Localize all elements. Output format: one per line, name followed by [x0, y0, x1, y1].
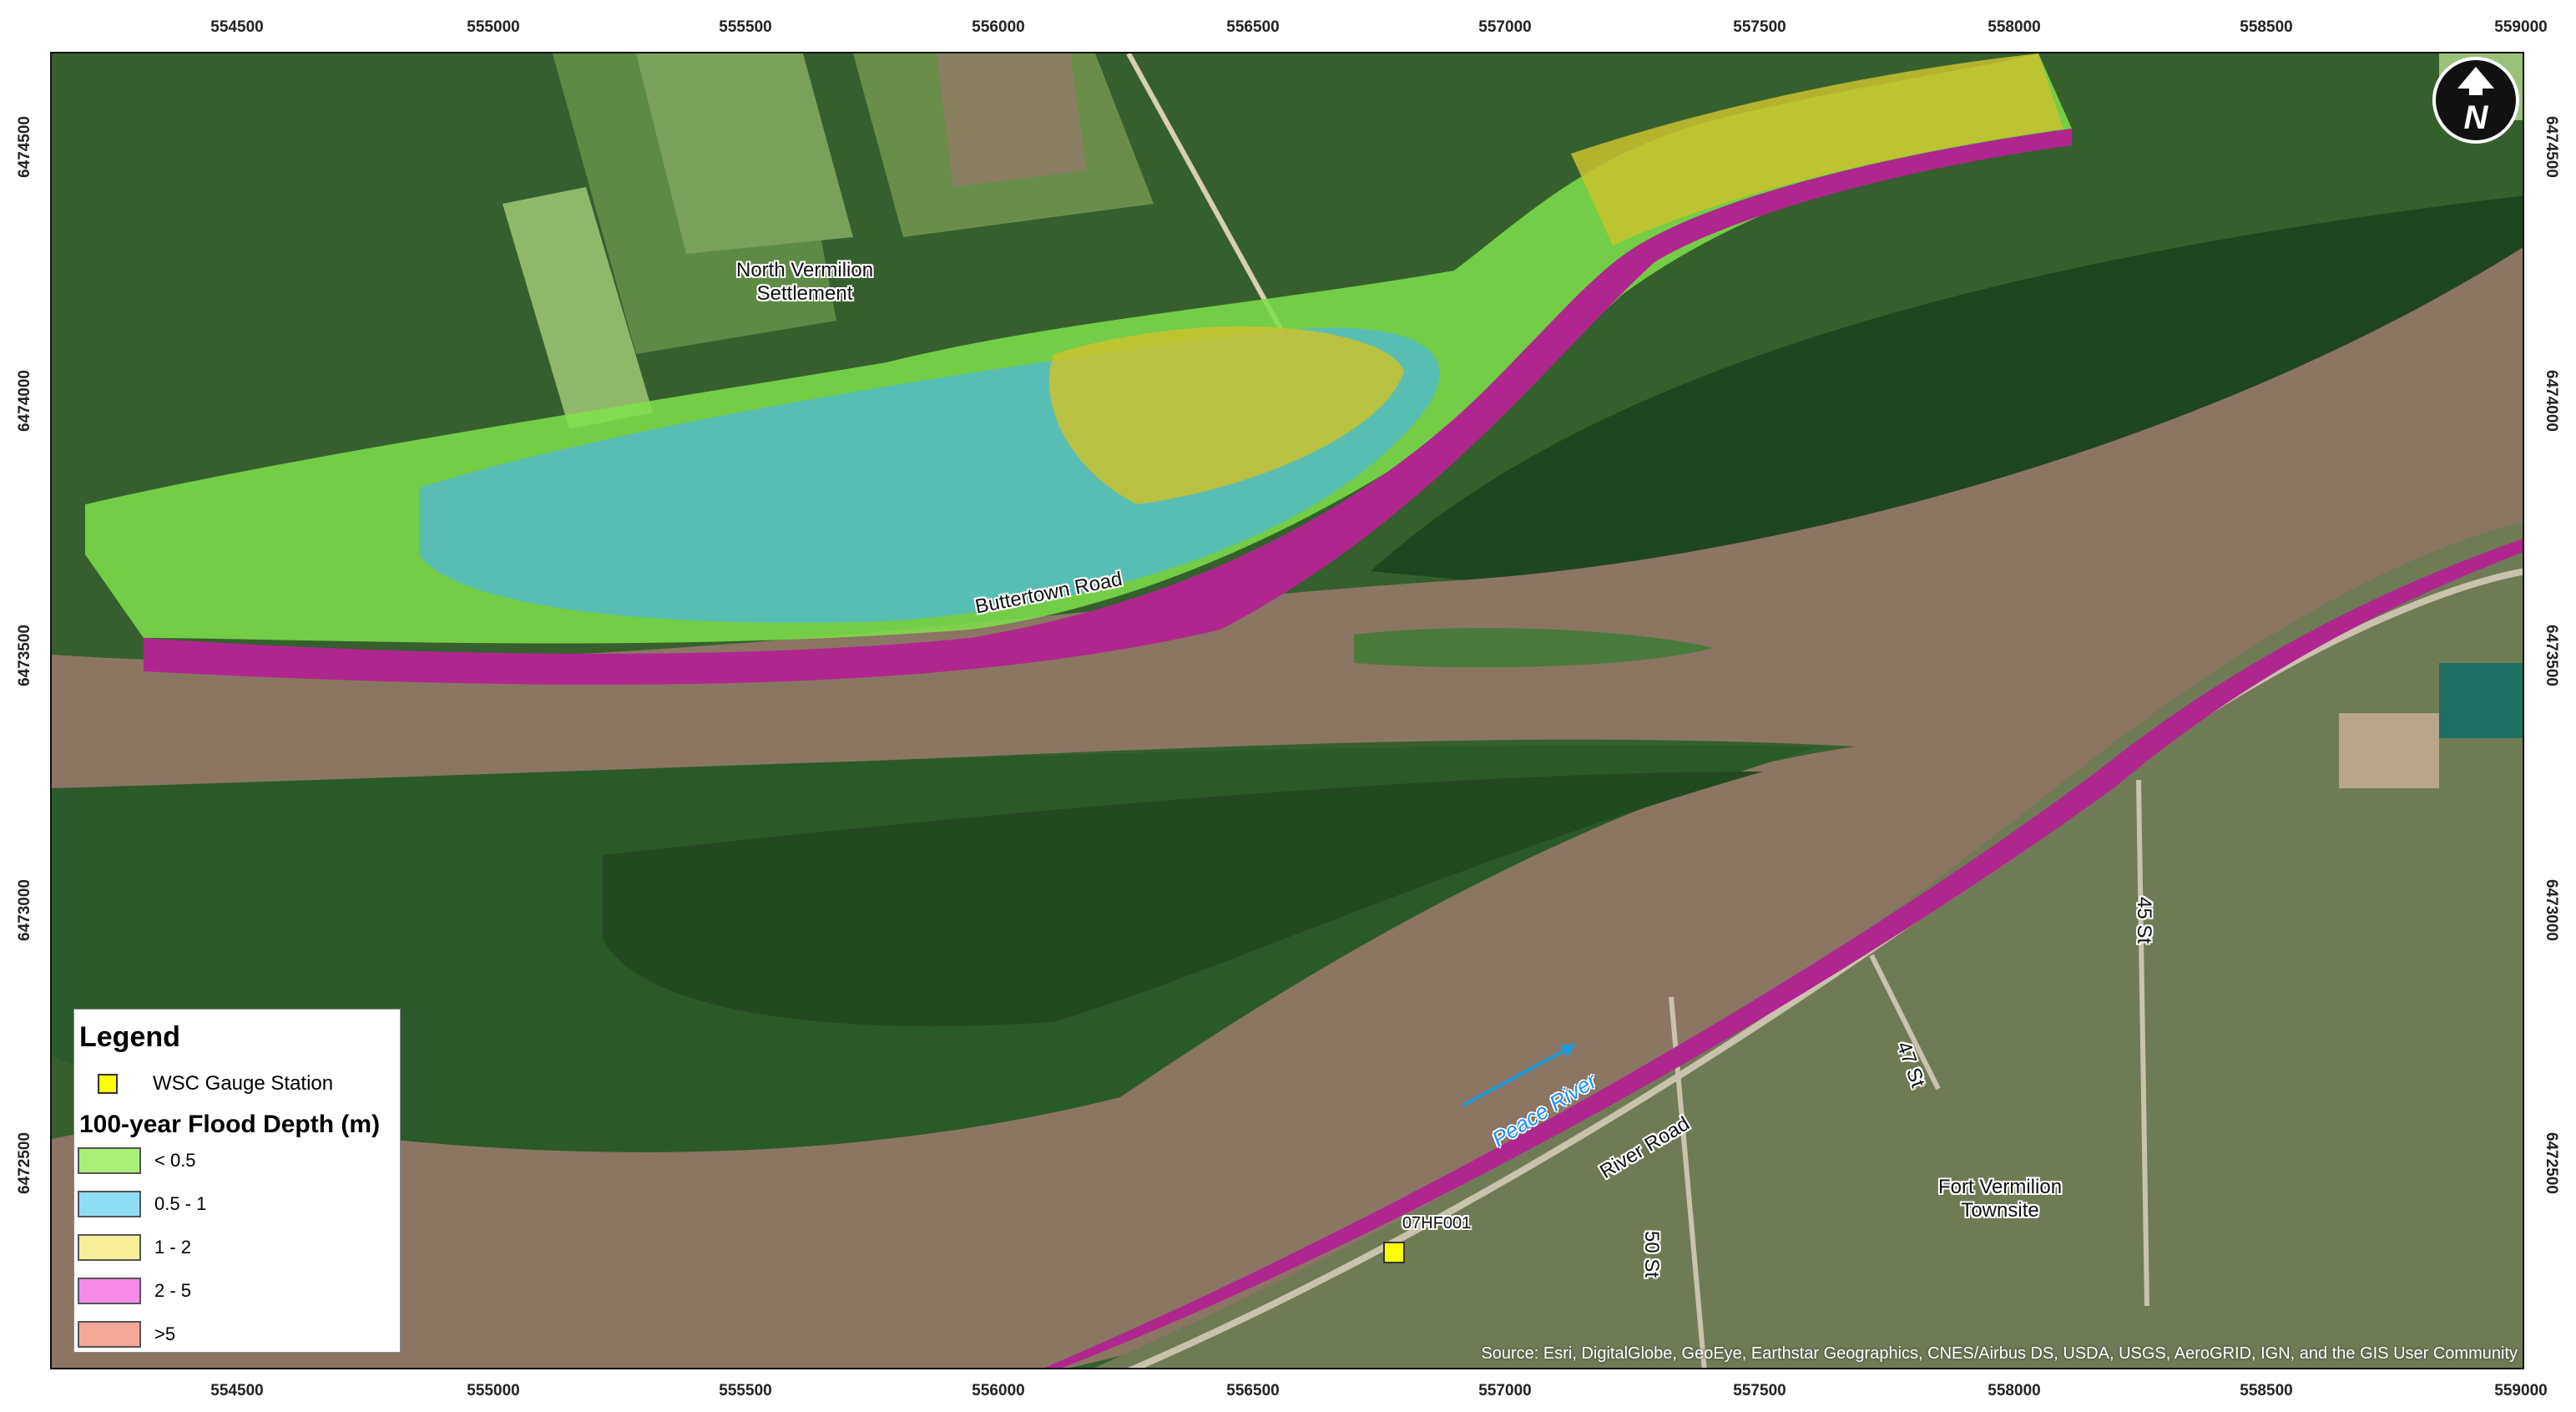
class-label: 1 - 2: [154, 1237, 192, 1258]
class-label: >5: [154, 1323, 176, 1344]
gauge-station-marker[interactable]: [1383, 1242, 1405, 1263]
bottom-tick: 559000: [2494, 1382, 2548, 1399]
class-label: 0.5 - 1: [154, 1193, 207, 1214]
gauge-label: WSC Gauge Station: [153, 1072, 334, 1095]
top-tick: 559000: [2494, 18, 2548, 36]
flow-arrow-head: [1559, 1044, 1576, 1057]
class-swatch: [78, 1234, 141, 1261]
north-arrow-icon: N: [2431, 55, 2521, 145]
gauge-swatch: [98, 1074, 118, 1094]
attribution-text: Source: Esri, DigitalGlobe, GeoEye, Eart…: [1481, 1344, 2518, 1363]
svg-text:N: N: [2464, 99, 2489, 136]
bottom-tick: 554500: [210, 1382, 264, 1399]
top-tick: 558500: [2240, 18, 2293, 36]
lagoon: [2439, 663, 2523, 738]
field-strip: [937, 53, 1087, 187]
class-row: < 0.5: [78, 1139, 397, 1182]
class-row: >5: [78, 1313, 397, 1356]
class-row: 0.5 - 1: [78, 1182, 397, 1226]
top-tick: 557000: [1478, 18, 1532, 36]
field-strip: [636, 53, 853, 254]
bottom-tick: 558000: [1988, 1382, 2041, 1399]
legend-title: Legend: [79, 1021, 180, 1053]
left-tick: 6472500: [16, 1132, 33, 1194]
class-row: 2 - 5: [78, 1269, 397, 1313]
flood-edge-south: [1044, 539, 2523, 1368]
left-tick: 6473500: [16, 625, 33, 686]
map-imagery: [52, 53, 2523, 1368]
bottom-tick: 555000: [467, 1382, 520, 1399]
left-tick: 6474500: [16, 116, 33, 178]
flood-deep: [1571, 53, 2063, 245]
legend-gauge-item: WSC Gauge Station: [98, 1072, 397, 1096]
gauge-id-label: 07HF001: [1402, 1214, 1472, 1232]
right-tick: 6473000: [2543, 879, 2560, 941]
class-label: < 0.5: [154, 1150, 196, 1171]
top-tick: 554500: [210, 18, 264, 36]
right-tick: 6472500: [2543, 1132, 2560, 1194]
flood-deep: [1048, 326, 1404, 504]
right-tick: 6474000: [2543, 370, 2560, 432]
bottom-tick: 557500: [1733, 1382, 1786, 1399]
lagoon-dry: [2339, 713, 2439, 788]
forest-island-south-dense: [603, 772, 1763, 1027]
street-45: [2136, 779, 2149, 1307]
street-45-label: 45 St: [2133, 897, 2155, 944]
top-tick: 556000: [972, 18, 1025, 36]
class-swatch: [78, 1191, 141, 1217]
top-tick: 555000: [467, 18, 520, 36]
class-swatch: [78, 1147, 141, 1174]
flow-arrow: [1462, 1045, 1572, 1107]
bottom-tick: 556000: [972, 1382, 1025, 1399]
bottom-tick: 556500: [1226, 1382, 1280, 1399]
class-label: 2 - 5: [154, 1280, 192, 1301]
left-tick: 6474000: [16, 370, 33, 432]
class-swatch: [78, 1321, 141, 1348]
bottom-tick: 558500: [2240, 1382, 2293, 1399]
sand-bar: [1354, 628, 1713, 668]
street-47: [1869, 954, 1941, 1091]
right-tick: 6473500: [2543, 625, 2560, 686]
legend-subtitle: 100-year Flood Depth (m): [79, 1111, 381, 1138]
street-50-label: 50 St: [1640, 1231, 1663, 1278]
class-list: < 0.5 0.5 - 1 1 - 2 2 - 5 >5: [78, 1139, 397, 1356]
top-tick: 555500: [719, 18, 772, 36]
top-tick: 558000: [1988, 18, 2041, 36]
top-tick: 556500: [1226, 18, 1280, 36]
class-row: 1 - 2: [78, 1226, 397, 1269]
bottom-tick: 557000: [1478, 1382, 1532, 1399]
legend: Legend WSC Gauge Station 100-year Flood …: [73, 1009, 401, 1353]
class-swatch: [78, 1278, 141, 1304]
field-strip: [503, 187, 653, 429]
right-tick: 6474500: [2543, 116, 2560, 178]
left-tick: 6473000: [16, 879, 33, 941]
top-tick: 557500: [1733, 18, 1786, 36]
bottom-tick: 555500: [719, 1382, 772, 1399]
